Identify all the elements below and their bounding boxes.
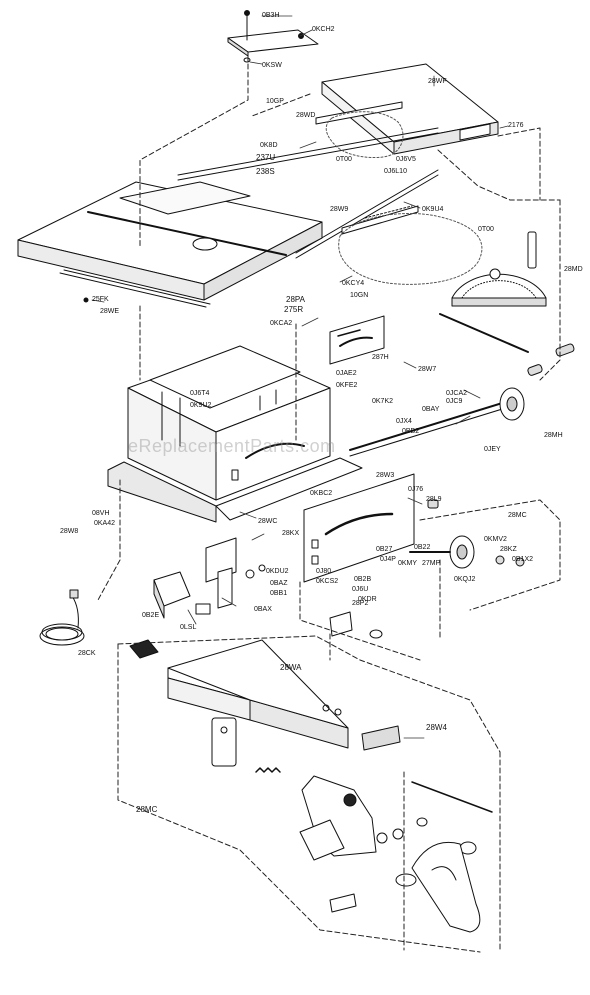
label-28mc-bottom: 28MC <box>136 805 158 814</box>
label-0b1x: 0B1X2 <box>512 556 534 563</box>
cord-outline-top <box>325 111 404 159</box>
label-28wf: 28WF <box>428 78 447 85</box>
switch-parts <box>153 537 266 619</box>
label-0k7k: 0K7K2 <box>372 398 394 405</box>
label-0kbc: 0KBC2 <box>310 490 333 497</box>
label-0baz: 0BAZ <box>270 580 288 587</box>
label-0kch2: 0KCH2 <box>312 26 335 33</box>
main-table-top <box>17 181 323 308</box>
label-0kdr: 0KDR <box>358 596 377 603</box>
stand-assembly <box>129 639 493 933</box>
watermark: eReplacementParts.com <box>128 436 336 456</box>
label-10gp: 10GP <box>266 98 284 105</box>
label-28w7: 28W7 <box>418 366 437 373</box>
label-0kmv2: 0KMV2 <box>484 536 507 543</box>
label-0k9u2: 0K9U2 <box>190 402 212 409</box>
label-28md: 28MD <box>564 266 583 273</box>
label-28wa: 28WA <box>280 663 302 672</box>
leader-lines <box>97 55 561 953</box>
label-0kcs: 0KCS2 <box>316 578 339 585</box>
label-28w4: 28W4 <box>426 723 447 732</box>
label-0j6u: 0J6U <box>352 586 369 593</box>
elevation-handwheel <box>409 535 525 569</box>
label-0j6v: 0J6V5 <box>396 156 416 163</box>
label-25fk: 25FK <box>92 296 109 303</box>
label-28wd: 28WD <box>296 112 316 119</box>
label-0ka4: 0KA42 <box>94 520 116 527</box>
label-0k9u4: 0K9U4 <box>422 206 444 213</box>
label-0b27: 0B27 <box>376 546 393 553</box>
label-0bb1: 0BB1 <box>270 590 288 597</box>
label-0lsl: 0LSL <box>180 624 197 631</box>
label-0jc9: 0JC9 <box>446 398 463 405</box>
label-0bay: 0BAY <box>422 406 440 413</box>
power-cord <box>39 589 85 646</box>
label-0kdu: 0KDU2 <box>266 568 289 575</box>
label-0t00-mid: 0T00 <box>478 226 494 233</box>
label-238s: 238S <box>256 167 275 176</box>
label-27mp: 27MP <box>422 560 441 567</box>
label-275r: 275R <box>284 305 304 314</box>
label-08vh: 08VH <box>92 510 110 517</box>
label-28mc-right: 28MC <box>508 512 527 519</box>
miter-gauge <box>439 231 547 353</box>
label-0t00-top: 0T00 <box>336 156 352 163</box>
label-0bax: 0BAX <box>254 606 272 613</box>
label-0kqj: 0KQJ2 <box>454 576 476 583</box>
label-0jx: 0JX4 <box>396 418 412 425</box>
label-0jca: 0JCA2 <box>446 390 468 397</box>
label-28wc: 28WC <box>258 518 278 525</box>
label-0bb2: 0BB2 <box>402 428 420 435</box>
label-0j4p: 0J4P <box>380 556 396 563</box>
label-28l9: 28L9 <box>426 496 442 503</box>
small-parts-28p2 <box>329 611 383 639</box>
label-28w9: 28W9 <box>330 206 349 213</box>
label-0kfe: 0KFE2 <box>336 382 358 389</box>
label-0jae: 0JAE2 <box>336 370 357 377</box>
label-0j76: 0J76 <box>408 486 424 493</box>
label-0j80: 0J80 <box>316 568 332 575</box>
label-28ck: 28CK <box>78 650 96 657</box>
saw-cabinet <box>107 345 363 523</box>
label-28mh: 28MH <box>544 432 563 439</box>
label-28w8: 28W8 <box>60 528 79 535</box>
label-28w3: 28W3 <box>376 472 395 479</box>
label-28we: 28WE <box>100 308 120 315</box>
label-0b3h: 0B3H <box>262 12 280 19</box>
label-0j6t: 0J6T4 <box>190 390 210 397</box>
label-leaders <box>91 15 509 739</box>
front-switch-bracket <box>329 315 385 365</box>
label-0b2e: 0B2E <box>142 612 160 619</box>
label-28kz: 28KZ <box>500 546 517 553</box>
front-panel <box>303 473 439 583</box>
label-0kca: 0KCA2 <box>270 320 293 327</box>
label-0k8d: 0K8D <box>260 142 278 149</box>
label-0b22: 0B22 <box>414 544 431 551</box>
label-28kx: 28KX <box>282 530 300 537</box>
cord-outline-mid <box>338 212 483 285</box>
label-28pa: 28PA <box>286 295 305 304</box>
label-0b2b: 0B2B <box>354 576 372 583</box>
label-2176: 2176 <box>508 122 524 129</box>
label-10gn: 10GN <box>350 292 369 299</box>
rail-bracket <box>227 10 319 63</box>
label-0kmy: 0KMY <box>398 560 418 567</box>
label-28p2: 28P2 <box>352 600 369 607</box>
right-extension-table <box>321 63 499 155</box>
label-0j6l: 0J6L10 <box>384 168 407 175</box>
label-0jey: 0JEY <box>484 446 501 453</box>
label-0kcy4: 0KCY4 <box>342 280 365 287</box>
tilt-shaft-handwheel <box>349 343 575 457</box>
fence-rails <box>177 101 439 259</box>
label-287h: 287H <box>372 354 389 361</box>
label-237u: 237U <box>256 153 276 162</box>
label-0ksw: 0KSW <box>262 62 282 69</box>
